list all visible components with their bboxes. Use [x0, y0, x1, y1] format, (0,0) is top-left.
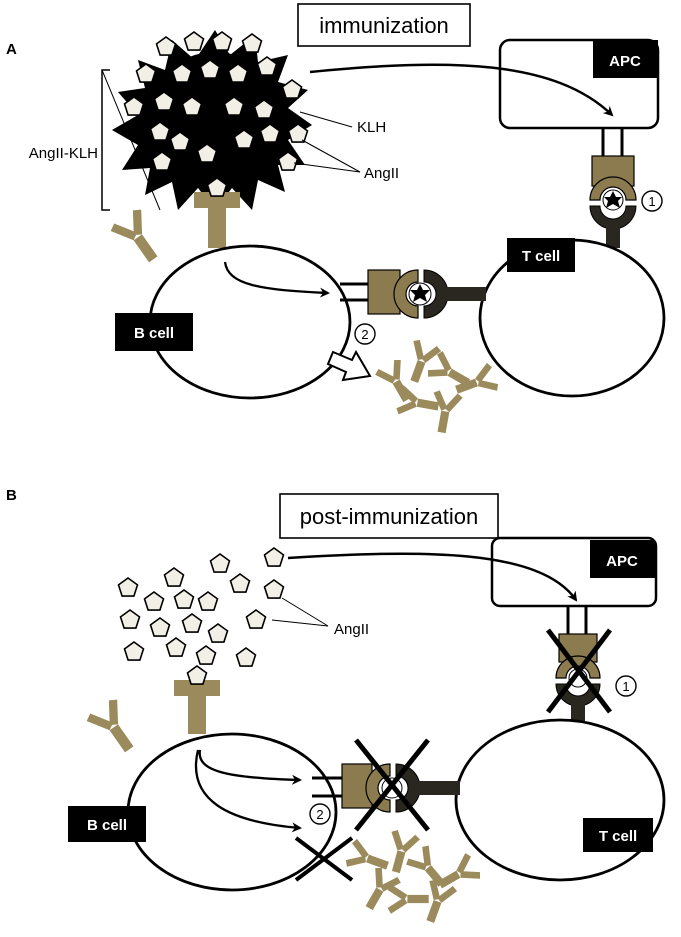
panel-a-b-cell-label: B cell [134, 325, 174, 342]
panel-b-membrane-antibody [84, 696, 145, 761]
panel-b-secreted-antibodies [343, 828, 483, 927]
panel-a-secreted-antibodies [373, 337, 501, 435]
panel-b-apc-block-cross [546, 628, 612, 714]
panel-a-internalize-arrow [223, 261, 330, 298]
panel-a-letter: A [6, 41, 17, 58]
panel-a-bcr [194, 177, 240, 248]
panel-b-b-cell-label-box [68, 806, 146, 842]
panel-a-uptake-arrow [309, 63, 614, 117]
panel-b-t-cell-label: T cell [599, 828, 637, 845]
panel-a-t-cell-label: T cell [522, 248, 560, 265]
panel-b-angii-label: AngII [334, 621, 369, 638]
panel-a-t-cell-label-box [507, 238, 575, 272]
panel-b-angii-pointer-1 [281, 597, 329, 627]
panel-b-apc-label: APC [606, 553, 638, 570]
panel-b-t-cell [454, 718, 666, 882]
panel-a-apc-mhc [589, 128, 637, 248]
panel-b-b-cell-label: B cell [87, 817, 127, 834]
panel-b-internalize-arrow [198, 749, 302, 785]
panel-a-apc-label: APC [609, 53, 641, 70]
panel-a-step-1-badge [641, 190, 663, 212]
klh-label: KLH [357, 119, 386, 136]
conjugate-bracket [101, 69, 110, 211]
panel-a-membrane-antibody [108, 206, 169, 271]
panel-a-step-2-badge [354, 323, 376, 345]
angii-pointer-2 [293, 162, 361, 173]
panel-b-step-2: 2 [316, 807, 323, 822]
panel-b-step-1-badge [615, 675, 637, 697]
panel-b-apc-label-box [590, 540, 655, 578]
panel-a-apc-label-box [593, 40, 658, 78]
panel-a-secretion-arrow [326, 349, 372, 382]
conjugate-label: AngII-KLH [29, 145, 98, 162]
panel-b: B post-immunization APC 1 [6, 487, 666, 927]
panel-b-title: post-immunization [300, 504, 479, 529]
panel-b-bcr [174, 665, 220, 734]
panel-a-title-box [297, 3, 471, 47]
panel-b-t-cell-label-box [583, 818, 653, 852]
panel-a-step-1: 1 [648, 194, 655, 209]
panel-b-apc-mhc [555, 606, 601, 722]
panel-b-secretion-path-arrow [194, 749, 302, 833]
panel-a-bt-synapse [340, 269, 486, 319]
panel-b-secretion-block-cross [294, 836, 354, 882]
panel-b-step-2-badge [309, 803, 331, 825]
panel-b-letter: B [6, 487, 17, 504]
panel-b-uptake-arrow [287, 552, 578, 602]
panel-b-synapse-block-cross [354, 738, 430, 832]
panel-b-b-cell [126, 732, 338, 892]
panel-b-angii-pointer-2 [271, 619, 329, 627]
klh-pointer [299, 111, 353, 128]
panel-b-title-box [279, 493, 499, 539]
panel-a-step-2: 2 [361, 327, 368, 342]
conjugate-bracket-diagonal [101, 69, 161, 211]
panel-b-step-1: 1 [622, 679, 629, 694]
panel-a-angii-label: AngII [364, 165, 399, 182]
panel-a-title: immunization [319, 13, 449, 38]
panel-a: A immunization APC 1 [6, 3, 666, 435]
free-angii-peptides [117, 547, 285, 667]
panel-a-b-cell-label-box [115, 313, 193, 351]
angii-pointer-1 [301, 139, 361, 173]
